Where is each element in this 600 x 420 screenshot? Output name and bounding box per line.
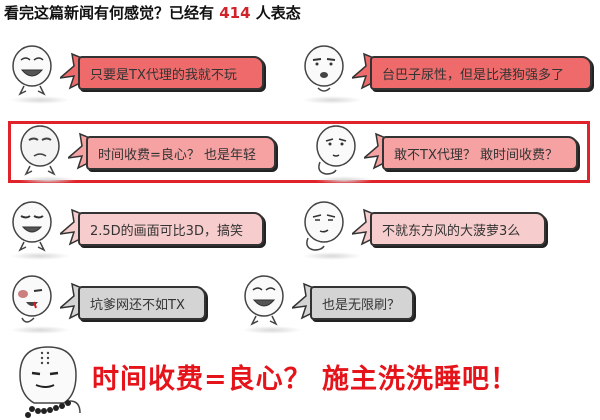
monk-face-icon	[19, 346, 81, 418]
reaction-text: 2.5D的画面可比3D，搞笑	[90, 223, 243, 239]
footer-slogan: 时间收费=良心？ 施主洗洗睡吧！	[92, 364, 519, 395]
reaction-text: 台巴子尿性，但是比港狗强多了	[382, 67, 565, 83]
reaction-count: 414	[219, 4, 251, 22]
reaction-text: 敢不TX代理？ 敢时间收费？	[394, 147, 558, 163]
bleeding-face-icon	[12, 275, 52, 323]
smirk-face-icon	[304, 201, 344, 251]
page-header: 看完这篇新闻有何感觉？已经有 414 人表态	[4, 2, 301, 23]
shocked-face-icon	[304, 45, 344, 92]
reaction-bubble[interactable]: 2.5D的画面可比3D，搞笑	[78, 212, 264, 246]
laughing-face-icon	[244, 275, 284, 326]
reaction-bubble[interactable]: 也是无限刷？	[310, 286, 414, 320]
reaction-bubble[interactable]: 坑爹网还不如TX	[78, 286, 206, 320]
reaction-text: 坑爹网还不如TX	[90, 297, 185, 313]
reaction-text: 不就东方风的大菠萝3么	[382, 223, 521, 239]
pouting-face-icon	[20, 125, 60, 176]
reaction-bubble[interactable]: 台巴子尿性，但是比港狗强多了	[370, 56, 592, 90]
header-suffix: 人表态	[255, 4, 301, 22]
reaction-bubble[interactable]: 敢不TX代理？ 敢时间收费？	[382, 136, 578, 170]
thinking-face-icon	[316, 125, 356, 175]
reaction-text: 只要是TX代理的我就不玩	[90, 67, 237, 83]
highlight-box	[8, 121, 590, 183]
header-prefix: 看完这篇新闻有何感觉？已经有	[4, 4, 215, 22]
reaction-text: 也是无限刷？	[322, 297, 401, 313]
laughing-face-icon	[12, 45, 52, 96]
reaction-bubble[interactable]: 时间收费=良心？ 也是年轻	[86, 136, 276, 170]
crying-laugh-face-icon	[12, 201, 52, 252]
reaction-bubble[interactable]: 不就东方风的大菠萝3么	[370, 212, 546, 246]
reaction-bubble[interactable]: 只要是TX代理的我就不玩	[78, 56, 264, 90]
reaction-text: 时间收费=良心？ 也是年轻	[98, 147, 257, 163]
